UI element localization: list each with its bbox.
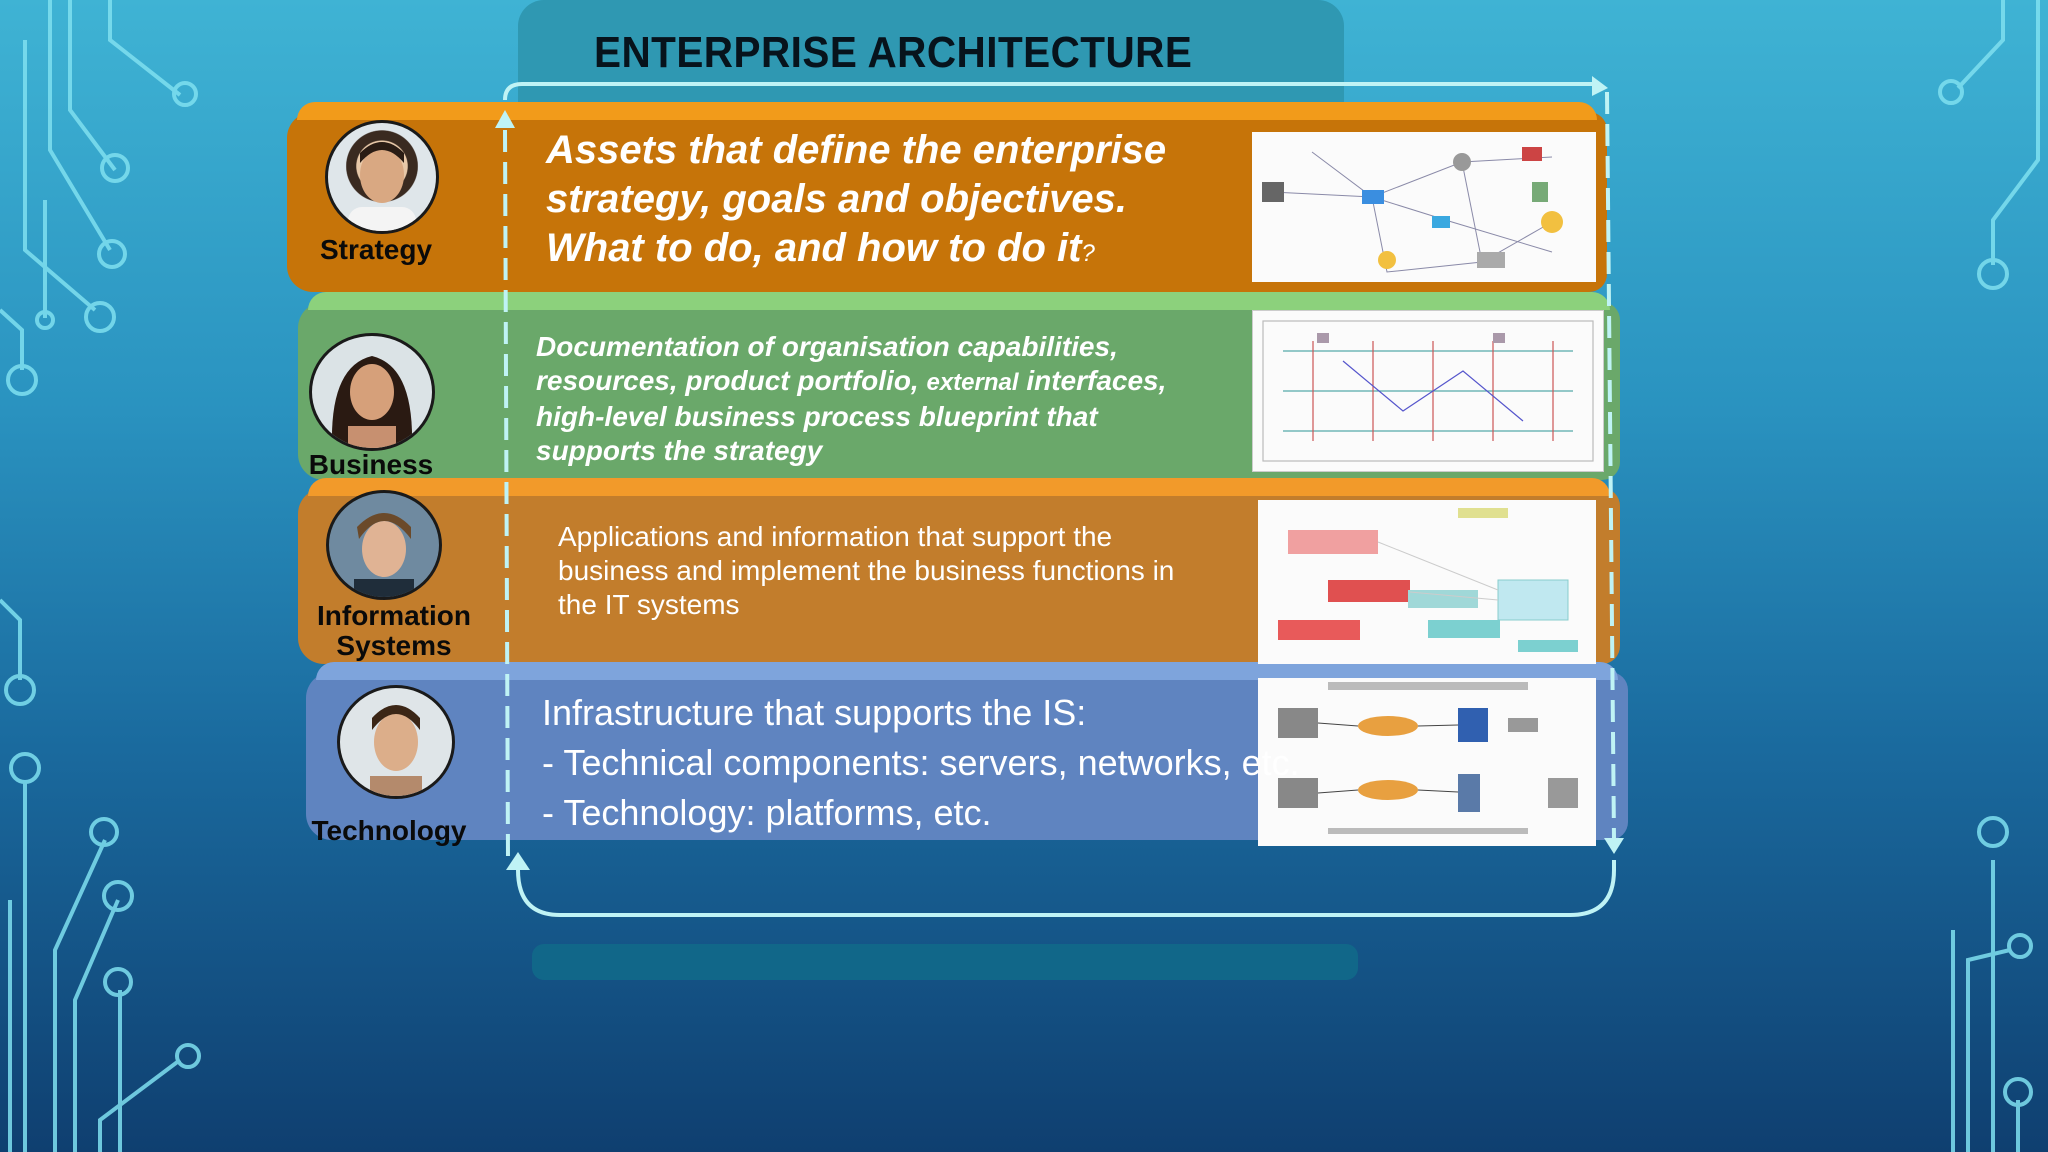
business-process-diagram-thumbnail [1252, 310, 1604, 472]
information-young-man-avatar [326, 490, 442, 600]
business-woman-avatar [309, 333, 435, 451]
strategy-description: Assets that define the enterprise strate… [546, 128, 1167, 270]
strategy-network-diagram-thumbnail [1252, 132, 1596, 282]
strategy-man-avatar [325, 120, 439, 234]
technology-label: Technology [311, 815, 467, 846]
circuit-decoration-left [0, 0, 201, 1152]
information-systems-diagram-thumbnail [1258, 500, 1596, 664]
strategy-layer-top-edge [297, 102, 1597, 120]
circuit-decoration-right [1938, 0, 2040, 1152]
information-systems-description: Applications and information that suppor… [558, 521, 1175, 620]
business-description: Documentation of organisation capabiliti… [536, 331, 1167, 466]
information-systems-label: Information Systems [317, 600, 471, 661]
technology-infrastructure-diagram-thumbnail [1258, 678, 1596, 846]
technology-layer-top-edge [316, 662, 1618, 680]
strategy-label: Strategy [319, 234, 433, 265]
information-systems-layer-top-edge [308, 478, 1610, 496]
business-layer-top-edge [308, 292, 1610, 310]
business-label: Business [308, 449, 434, 480]
technology-man-avatar [337, 685, 455, 799]
bottom-shadow-panel [532, 944, 1358, 980]
slide-title: ENTERPRISE ARCHITECTURE [594, 28, 1193, 77]
technology-description: Infrastructure that supports the IS: - T… [542, 692, 1300, 833]
